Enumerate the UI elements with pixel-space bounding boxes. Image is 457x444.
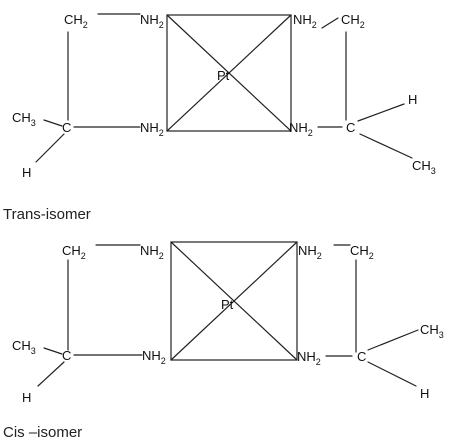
cis-left-c-label: C (62, 348, 71, 363)
trans-coordination-square (166, 14, 292, 132)
trans-left-c-h-bond (35, 133, 65, 163)
trans-right-h-label: H (408, 92, 417, 107)
cis-left-ch2-label: CH2 (62, 243, 86, 261)
cis-right-c-label: C (357, 349, 366, 364)
trans-pt-diagonal-2 (166, 14, 292, 132)
cis-right-h-label: H (420, 386, 429, 401)
trans-right-nh2-bottom-label: NH2 (289, 120, 313, 138)
trans-pt-label: Pt (217, 68, 230, 83)
cis-left-h-label: H (22, 390, 31, 405)
cis-isomer-caption: Cis –isomer (3, 424, 82, 441)
trans-right-nh2-top-label: NH2 (293, 12, 317, 30)
trans-right-ch3-label: CH3 (412, 158, 436, 176)
cis-left-ch3-c-bond (43, 347, 63, 355)
cis-right-nh2-bottom-label: NH2 (297, 349, 321, 367)
cis-right-c-ch3-bond (367, 329, 419, 351)
trans-right-c-label: C (346, 120, 355, 135)
trans-left-ch3-label: CH3 (12, 110, 36, 128)
trans-left-ch3-c-bond (43, 119, 63, 127)
trans-right-ch2-label: CH2 (341, 12, 365, 30)
cis-coordination-square (170, 241, 298, 361)
trans-left-ch2-label: CH2 (64, 12, 88, 30)
cis-left-nh2-bottom-label: NH2 (142, 348, 166, 366)
trans-right-c-h-bond (357, 103, 405, 122)
cis-left-nh2-top-label: NH2 (140, 243, 164, 261)
cis-right-ch3-label: CH3 (420, 322, 444, 340)
cis-pt-diagonal-2 (170, 241, 298, 361)
cis-right-ch2-label: CH2 (350, 243, 374, 261)
trans-isomer-structure: CH2 NH2 NH2 CH3 C H Pt NH2 CH2 NH2 C H C… (3, 12, 436, 223)
trans-left-h-label: H (22, 165, 31, 180)
trans-left-nh2-top-label: NH2 (140, 12, 164, 30)
cis-isomer-structure: CH2 NH2 NH2 CH3 C H Pt NH2 CH2 NH2 C CH3… (3, 241, 444, 441)
trans-left-c-label: C (62, 120, 71, 135)
trans-left-nh2-bottom-label: NH2 (140, 120, 164, 138)
cis-right-c-h-bond (367, 361, 417, 387)
trans-right-c-ch3-bond (359, 133, 413, 159)
trans-isomer-caption: Trans-isomer (3, 206, 91, 223)
cis-left-c-h-bond (37, 361, 65, 387)
cis-pt-label: Pt (221, 297, 234, 312)
cis-right-nh2-top-label: NH2 (298, 243, 322, 261)
cis-left-ch3-label: CH3 (12, 338, 36, 356)
trans-right-nh2-ch2-bond (321, 17, 339, 29)
